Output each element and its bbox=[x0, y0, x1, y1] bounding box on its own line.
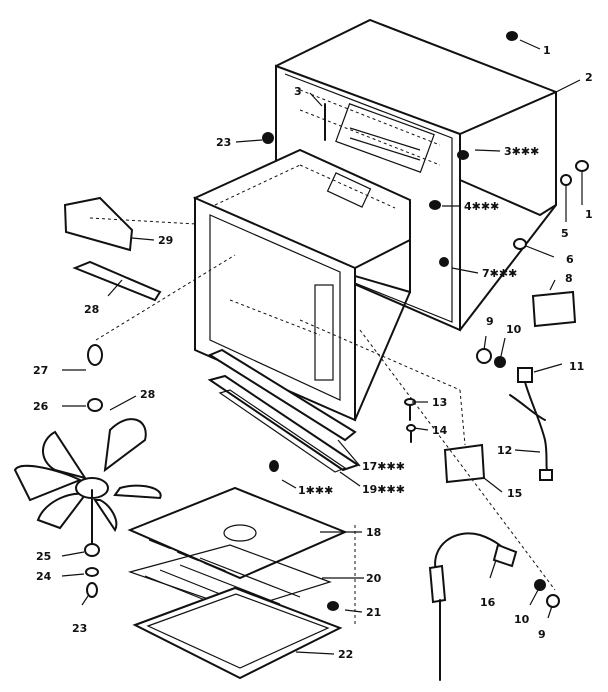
stirrer-fan-assembly bbox=[13, 344, 162, 598]
label-8: 8 bbox=[565, 272, 573, 285]
label-18: 18 bbox=[366, 526, 381, 539]
label-5: 5 bbox=[561, 227, 569, 240]
label-23-top: 23 bbox=[216, 136, 231, 149]
label-25: 25 bbox=[36, 550, 51, 563]
label-17-starred: 17✱✱✱ bbox=[362, 460, 405, 473]
label-23-bottom: 23 bbox=[72, 622, 87, 635]
label-6: 6 bbox=[566, 253, 574, 266]
label-21: 21 bbox=[366, 606, 381, 619]
label-27: 27 bbox=[33, 364, 48, 377]
label-24: 24 bbox=[36, 570, 52, 583]
label-9-bottom: 9 bbox=[538, 628, 546, 641]
label-14: 14 bbox=[432, 424, 448, 437]
label-19-starred: 19✱✱✱ bbox=[362, 483, 405, 496]
oven-shelf-18 bbox=[127, 486, 348, 580]
label-28: 28 bbox=[84, 303, 99, 316]
label-13: 13 bbox=[432, 396, 447, 409]
label-1-starred: 1✱✱✱ bbox=[298, 484, 333, 497]
label-9: 9 bbox=[486, 315, 494, 328]
label-7-starred: 7✱✱✱ bbox=[482, 267, 517, 280]
label-4-starred: 4✱✱✱ bbox=[464, 200, 499, 213]
label-16: 16 bbox=[480, 596, 496, 609]
gasket-strip-28 bbox=[72, 260, 162, 302]
light-cover-29 bbox=[63, 196, 134, 252]
label-11: 11 bbox=[569, 360, 584, 373]
label-3: 3 bbox=[294, 85, 302, 98]
element-parts bbox=[207, 348, 361, 473]
label-3-starred: 3✱✱✱ bbox=[504, 145, 539, 158]
leader-lines bbox=[61, 39, 583, 655]
label-12: 12 bbox=[497, 444, 512, 457]
label-28-fan: 28 bbox=[140, 388, 155, 401]
label-29: 29 bbox=[158, 234, 173, 247]
drip-pan-22 bbox=[132, 586, 343, 680]
label-15: 15 bbox=[507, 487, 522, 500]
label-22: 22 bbox=[338, 648, 353, 661]
part-labels: 1 2 3 23 3✱✱✱ 4✱✱✱ 1 5 6 7✱✱✱ 8 29 28 9 … bbox=[33, 44, 593, 661]
reference-lines bbox=[89, 217, 556, 625]
label-2: 2 bbox=[585, 71, 593, 84]
label-10: 10 bbox=[506, 323, 522, 336]
label-1: 1 bbox=[543, 44, 551, 57]
label-20: 20 bbox=[366, 572, 382, 585]
temperature-probe-16 bbox=[428, 532, 560, 681]
label-10-bottom: 10 bbox=[514, 613, 530, 626]
right-side-parts bbox=[262, 31, 589, 484]
label-26: 26 bbox=[33, 400, 49, 413]
label-1-right: 1 bbox=[585, 208, 593, 221]
